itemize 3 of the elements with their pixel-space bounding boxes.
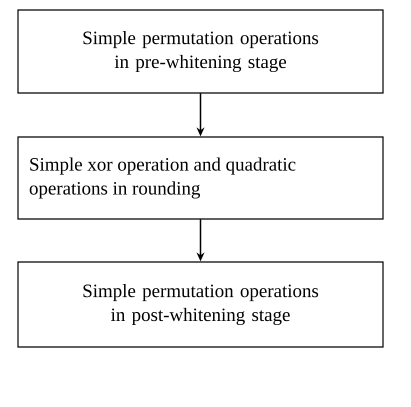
- process-box: Simple xor operation and quadratic operations in rounding: [17, 136, 384, 220]
- process-box: Simple permutation operations in pre-whitening stage: [17, 9, 384, 94]
- process-box: Simple permutation operations in post-whitening stage: [17, 261, 384, 348]
